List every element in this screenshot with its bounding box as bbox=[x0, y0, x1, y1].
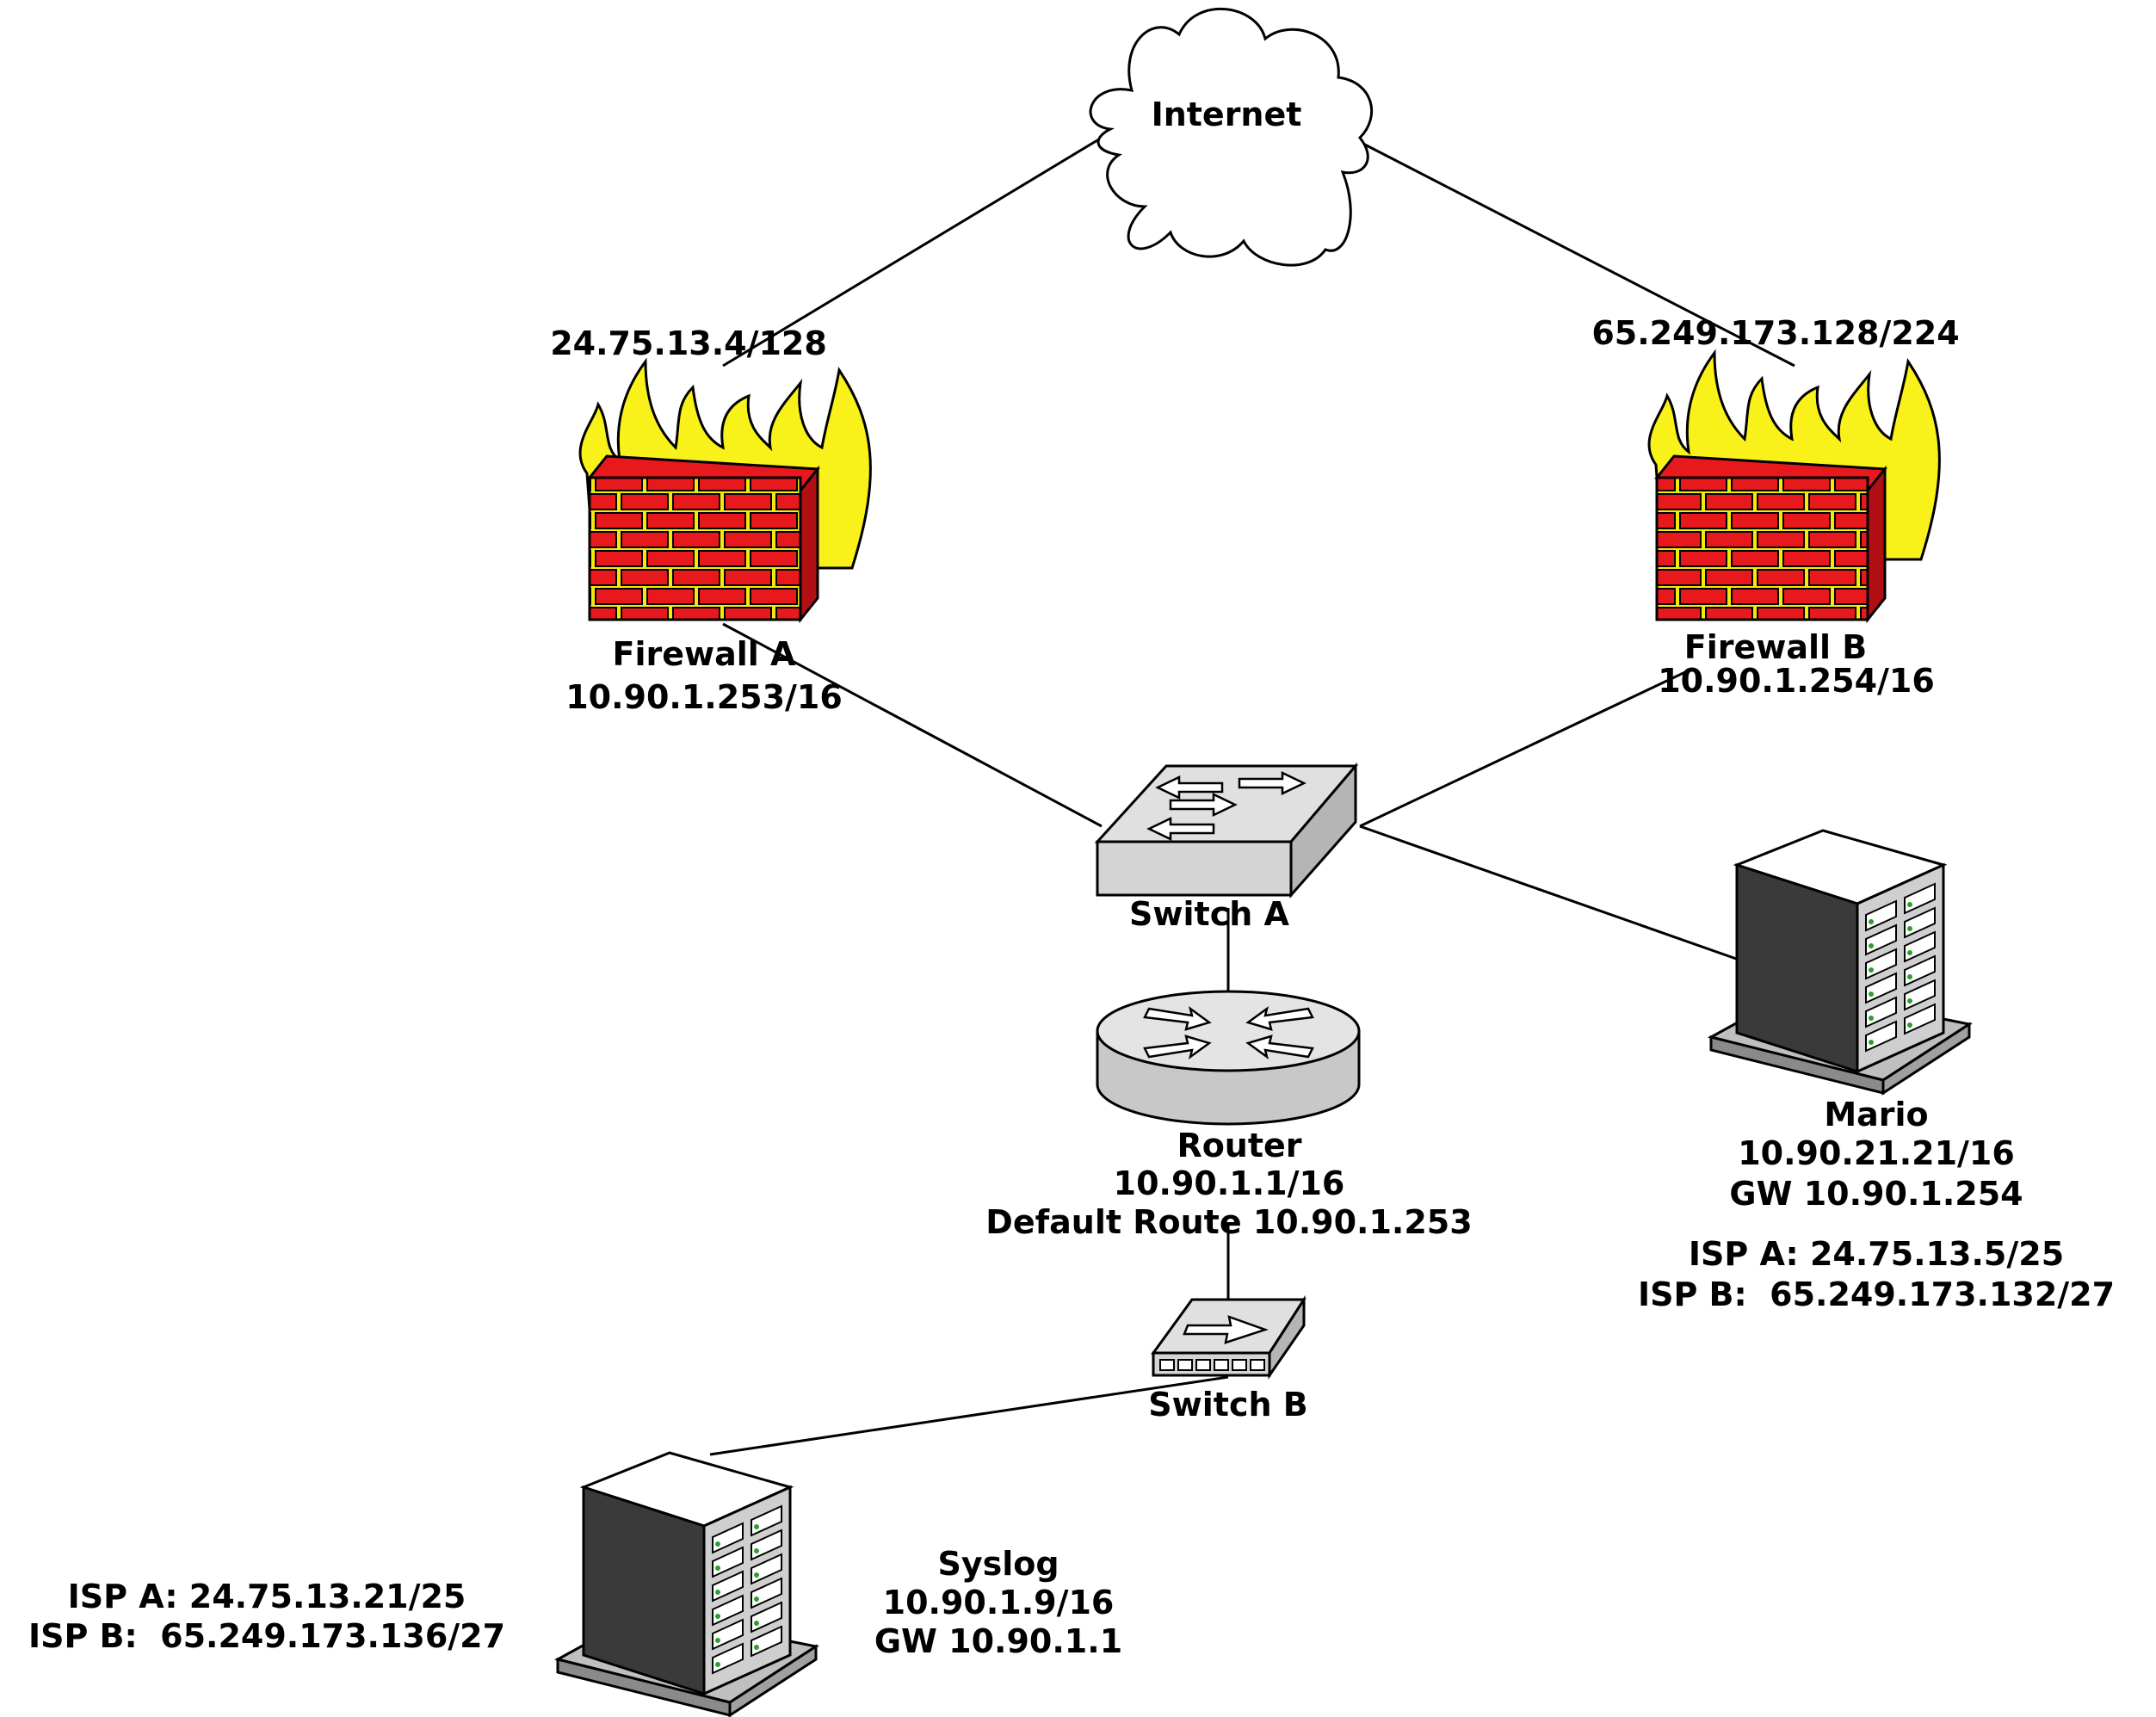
mario-gateway: GW 10.90.1.254 bbox=[1729, 1175, 2023, 1213]
firewall-a-ip: 10.90.1.253/16 bbox=[565, 678, 843, 716]
syslog-label: Syslog bbox=[937, 1545, 1059, 1583]
switch-a-node[interactable]: Switch A bbox=[1094, 762, 1359, 933]
server-icon bbox=[556, 1451, 818, 1717]
mario-isp-b: ISP B: 65.249.173.132/27 bbox=[1638, 1275, 2115, 1313]
link-switch-b-syslog bbox=[709, 1375, 1229, 1456]
syslog-ip: 10.90.1.9/16 bbox=[883, 1584, 1115, 1621]
syslog-isp-a: ISP A: 24.75.13.21/25 bbox=[68, 1578, 466, 1615]
firewall-icon bbox=[1647, 351, 1941, 624]
router-icon bbox=[1096, 990, 1361, 1126]
mario-label: Mario bbox=[1824, 1096, 1928, 1133]
router-node[interactable]: Router 10.90.1.1/16 Default Route 10.90.… bbox=[985, 990, 1473, 1241]
syslog-node[interactable]: Syslog 10.90.1.9/16 GW 10.90.1.1 ISP A: … bbox=[28, 1451, 1122, 1717]
link-firewall-a-switch-a bbox=[722, 622, 1103, 828]
firewall-icon bbox=[578, 360, 872, 624]
mario-isp-a: ISP A: 24.75.13.5/25 bbox=[1689, 1235, 2064, 1273]
router-ip: 10.90.1.1/16 bbox=[1114, 1164, 1345, 1202]
link-switch-a-mario bbox=[1359, 825, 1739, 961]
firewall-b-external-ip: 65.249.173.128/224 bbox=[1591, 314, 1959, 352]
switch-b-node[interactable]: Switch B bbox=[1148, 1294, 1308, 1424]
link-internet-firewall-b bbox=[1359, 140, 1795, 367]
syslog-gateway: GW 10.90.1.1 bbox=[874, 1622, 1122, 1660]
firewall-a-label: Firewall A bbox=[613, 635, 797, 673]
mario-node[interactable]: Mario 10.90.21.21/16 GW 10.90.1.254 ISP … bbox=[1638, 829, 2115, 1313]
links bbox=[709, 136, 1795, 1456]
firewall-b-node[interactable]: 65.249.173.128/224 Firewall B 10.90.1.25… bbox=[1591, 314, 1959, 700]
hub-icon bbox=[1151, 1294, 1307, 1380]
router-label: Router bbox=[1177, 1127, 1301, 1164]
switch-b-label: Switch B bbox=[1148, 1386, 1307, 1424]
internet-label: Internet bbox=[1152, 96, 1302, 133]
syslog-isp-b: ISP B: 65.249.173.136/27 bbox=[28, 1617, 505, 1655]
link-firewall-b-switch-a bbox=[1359, 670, 1688, 828]
firewall-b-label: Firewall B bbox=[1684, 628, 1868, 666]
firewall-a-external-ip: 24.75.13.4/128 bbox=[550, 324, 827, 362]
router-default-route: Default Route 10.90.1.253 bbox=[985, 1203, 1472, 1241]
switch-a-label: Switch A bbox=[1129, 895, 1289, 933]
server-icon bbox=[1709, 829, 1971, 1095]
link-internet-firewall-a bbox=[722, 136, 1103, 367]
mario-ip: 10.90.21.21/16 bbox=[1738, 1134, 2015, 1172]
firewall-a-node[interactable]: 24.75.13.4/128 Firewall A 10.90.1.253/16 bbox=[550, 324, 872, 716]
firewall-b-ip: 10.90.1.254/16 bbox=[1658, 662, 1935, 700]
cloud-icon bbox=[1089, 7, 1374, 267]
internet-node[interactable]: Internet bbox=[1089, 7, 1374, 267]
switch-icon bbox=[1094, 762, 1359, 899]
